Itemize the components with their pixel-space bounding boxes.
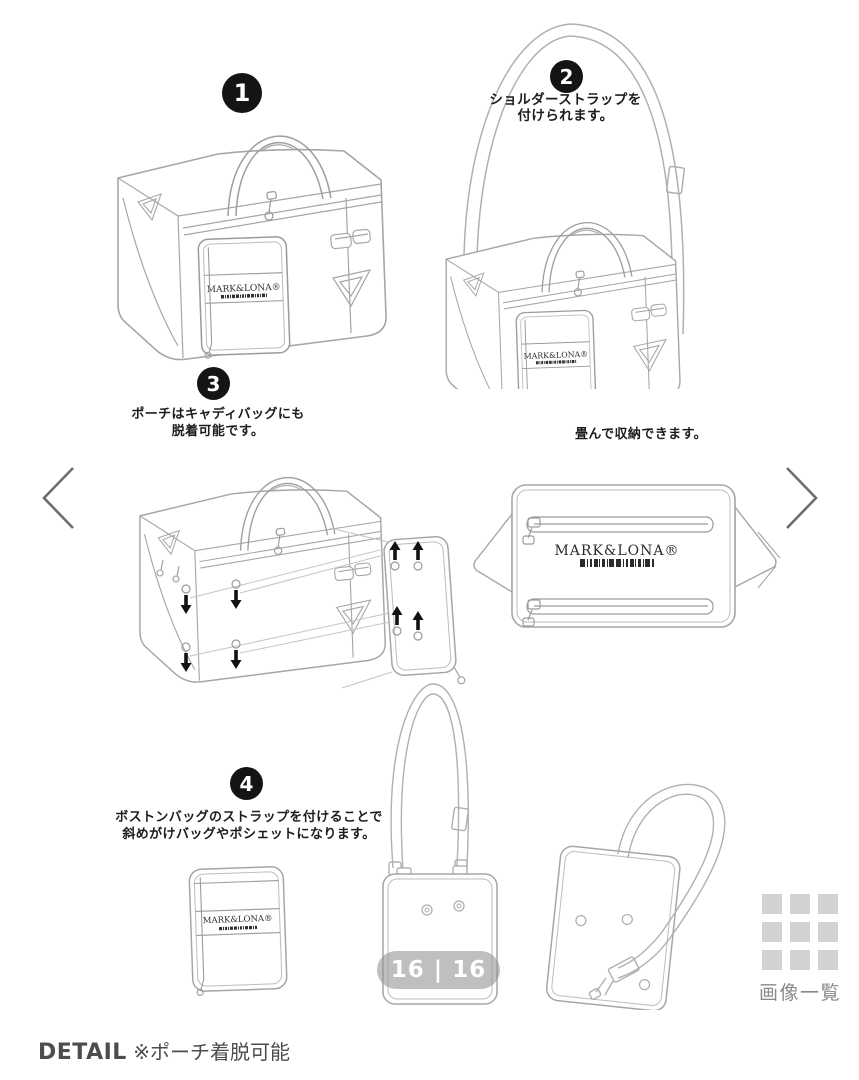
step-3-badge: 3 bbox=[197, 367, 230, 400]
folded-bag-body bbox=[511, 484, 736, 628]
step-4-caption: ボストンバッグのストラップを付けることで 斜めがけバッグやポシェットになります。 bbox=[115, 810, 383, 842]
brand-logo-text: MARK&LONA® bbox=[203, 914, 273, 926]
page-indicator-label: 16 | 16 bbox=[390, 957, 487, 983]
step-4-number: 4 bbox=[239, 771, 254, 796]
step-1-number: 1 bbox=[233, 79, 251, 107]
step-3-number: 3 bbox=[206, 371, 221, 396]
step-3-caption: ポーチはキャディバッグにも 脱着可能です。 bbox=[131, 407, 305, 439]
folded-zippers bbox=[522, 516, 714, 627]
detached-pouch-panel bbox=[383, 535, 466, 685]
pochette-body bbox=[545, 845, 681, 1010]
detail-note: ※ポーチ着脱可能 bbox=[133, 1040, 290, 1064]
image-list-button[interactable]: 画像一覧 bbox=[748, 894, 852, 1010]
illustration-boston-bag-shoulder-strap bbox=[418, 23, 686, 389]
fold-flaps bbox=[473, 504, 781, 594]
illustration-pouch-front: MARK&LONA® bbox=[188, 866, 288, 996]
wrapped-strap bbox=[588, 783, 726, 1000]
fold-note: 畳んで収納できます。 bbox=[574, 427, 708, 442]
page-indicator: 16 | 16 bbox=[377, 951, 500, 989]
detail-heading: DETAIL bbox=[38, 1040, 127, 1065]
shoulder-strap bbox=[463, 23, 686, 348]
illustration-boston-bag-1 bbox=[88, 106, 410, 378]
detail-caption: DETAIL ※ポーチ着脱可能 bbox=[38, 1036, 290, 1065]
illustration-folded-bag: MARK&LONA® bbox=[473, 484, 781, 628]
pochette-strap bbox=[388, 683, 469, 876]
illustration-pochette-crossbody bbox=[545, 783, 726, 1010]
step-4-badge: 4 bbox=[230, 767, 263, 800]
step-2-number: 2 bbox=[559, 64, 574, 89]
image-list-label: 画像一覧 bbox=[758, 983, 841, 1004]
front-zipper-pulls bbox=[156, 559, 180, 583]
brand-barcode bbox=[218, 925, 258, 931]
step-2-caption: ショルダーストラップを 付けられます。 bbox=[489, 92, 642, 124]
step-1-badge: 1 bbox=[222, 73, 262, 113]
grid-icon bbox=[762, 894, 838, 970]
next-image-button[interactable] bbox=[778, 462, 824, 534]
illustration-pouch-detach bbox=[62, 448, 466, 689]
chevron-left-icon bbox=[42, 467, 74, 529]
prev-image-button[interactable] bbox=[36, 462, 82, 534]
brand-logo-text: MARK&LONA® bbox=[554, 543, 679, 559]
step-2-badge: 2 bbox=[550, 60, 583, 93]
chevron-right-icon bbox=[786, 467, 818, 529]
